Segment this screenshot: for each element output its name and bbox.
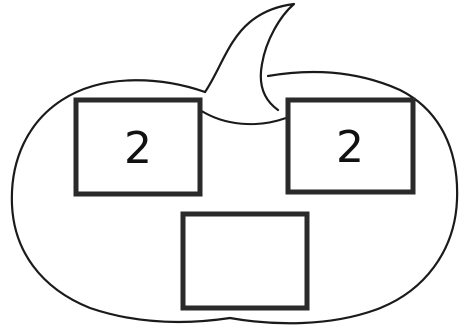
left-box-value: 2 (124, 123, 152, 174)
left-box: 2 (76, 100, 200, 194)
pumpkin-rib-curve (200, 110, 286, 124)
right-box: 2 (288, 100, 413, 192)
bottom-box (183, 214, 307, 308)
pumpkin-stem (205, 4, 294, 110)
right-box-value: 2 (336, 122, 364, 173)
